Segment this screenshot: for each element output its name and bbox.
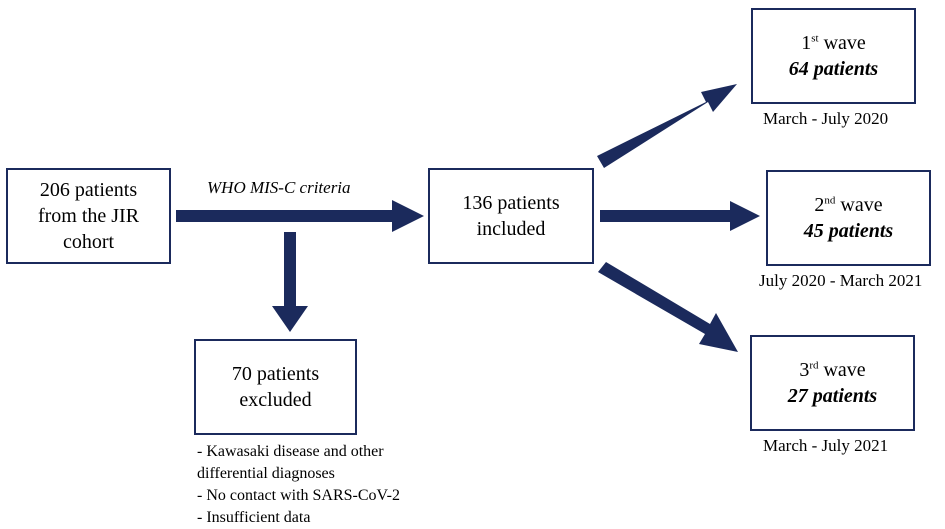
- arrow-to-wave-2: [600, 201, 760, 231]
- exclusion-reasons: - Kawasaki disease and other differentia…: [197, 441, 400, 529]
- exclusion-reason: - No contact with SARS-CoV-2: [197, 487, 400, 504]
- arrow-to-wave-3: [598, 262, 738, 352]
- source-line-3: cohort: [62, 231, 115, 253]
- wave-2-patients: 45 patients: [803, 220, 894, 242]
- wave-1-box: 1st wave 64 patients: [751, 8, 916, 104]
- included-box: 136 patients included: [428, 168, 594, 264]
- source-box: 206 patients from the JIR cohort: [6, 168, 171, 264]
- exclusion-reason: differential diagnoses: [197, 465, 335, 482]
- wave-1-patients: 64 patients: [788, 58, 879, 80]
- exclusion-reason: - Insufficient data: [197, 509, 311, 526]
- excluded-line-1: 70 patients: [231, 363, 320, 385]
- included-line-2: included: [476, 218, 546, 240]
- arrow-to-excluded: [272, 232, 308, 332]
- wave-3-box: 3rd wave 27 patients: [750, 335, 915, 431]
- wave-1-title: 1st wave: [801, 32, 866, 54]
- wave-2-title: 2nd wave: [814, 194, 883, 216]
- source-line-2: from the JIR: [37, 205, 140, 227]
- included-line-1: 136 patients: [462, 192, 560, 214]
- wave-3-patients: 27 patients: [787, 385, 878, 407]
- wave-2-period: July 2020 - March 2021: [759, 271, 923, 290]
- exclusion-reason: - Kawasaki disease and other: [197, 443, 384, 460]
- wave-3-period: March - July 2021: [763, 436, 889, 455]
- source-line-1: 206 patients: [39, 179, 138, 201]
- excluded-line-2: excluded: [239, 389, 312, 411]
- wave-1-period: March - July 2020: [763, 109, 889, 128]
- wave-2-box: 2nd wave 45 patients: [766, 170, 931, 266]
- wave-3-title: 3rd wave: [799, 359, 866, 381]
- criteria-label: WHO MIS-C criteria: [207, 178, 351, 197]
- arrow-to-wave-1: [597, 84, 737, 168]
- excluded-box: 70 patients excluded: [194, 339, 357, 435]
- arrow-to-included: [176, 200, 424, 232]
